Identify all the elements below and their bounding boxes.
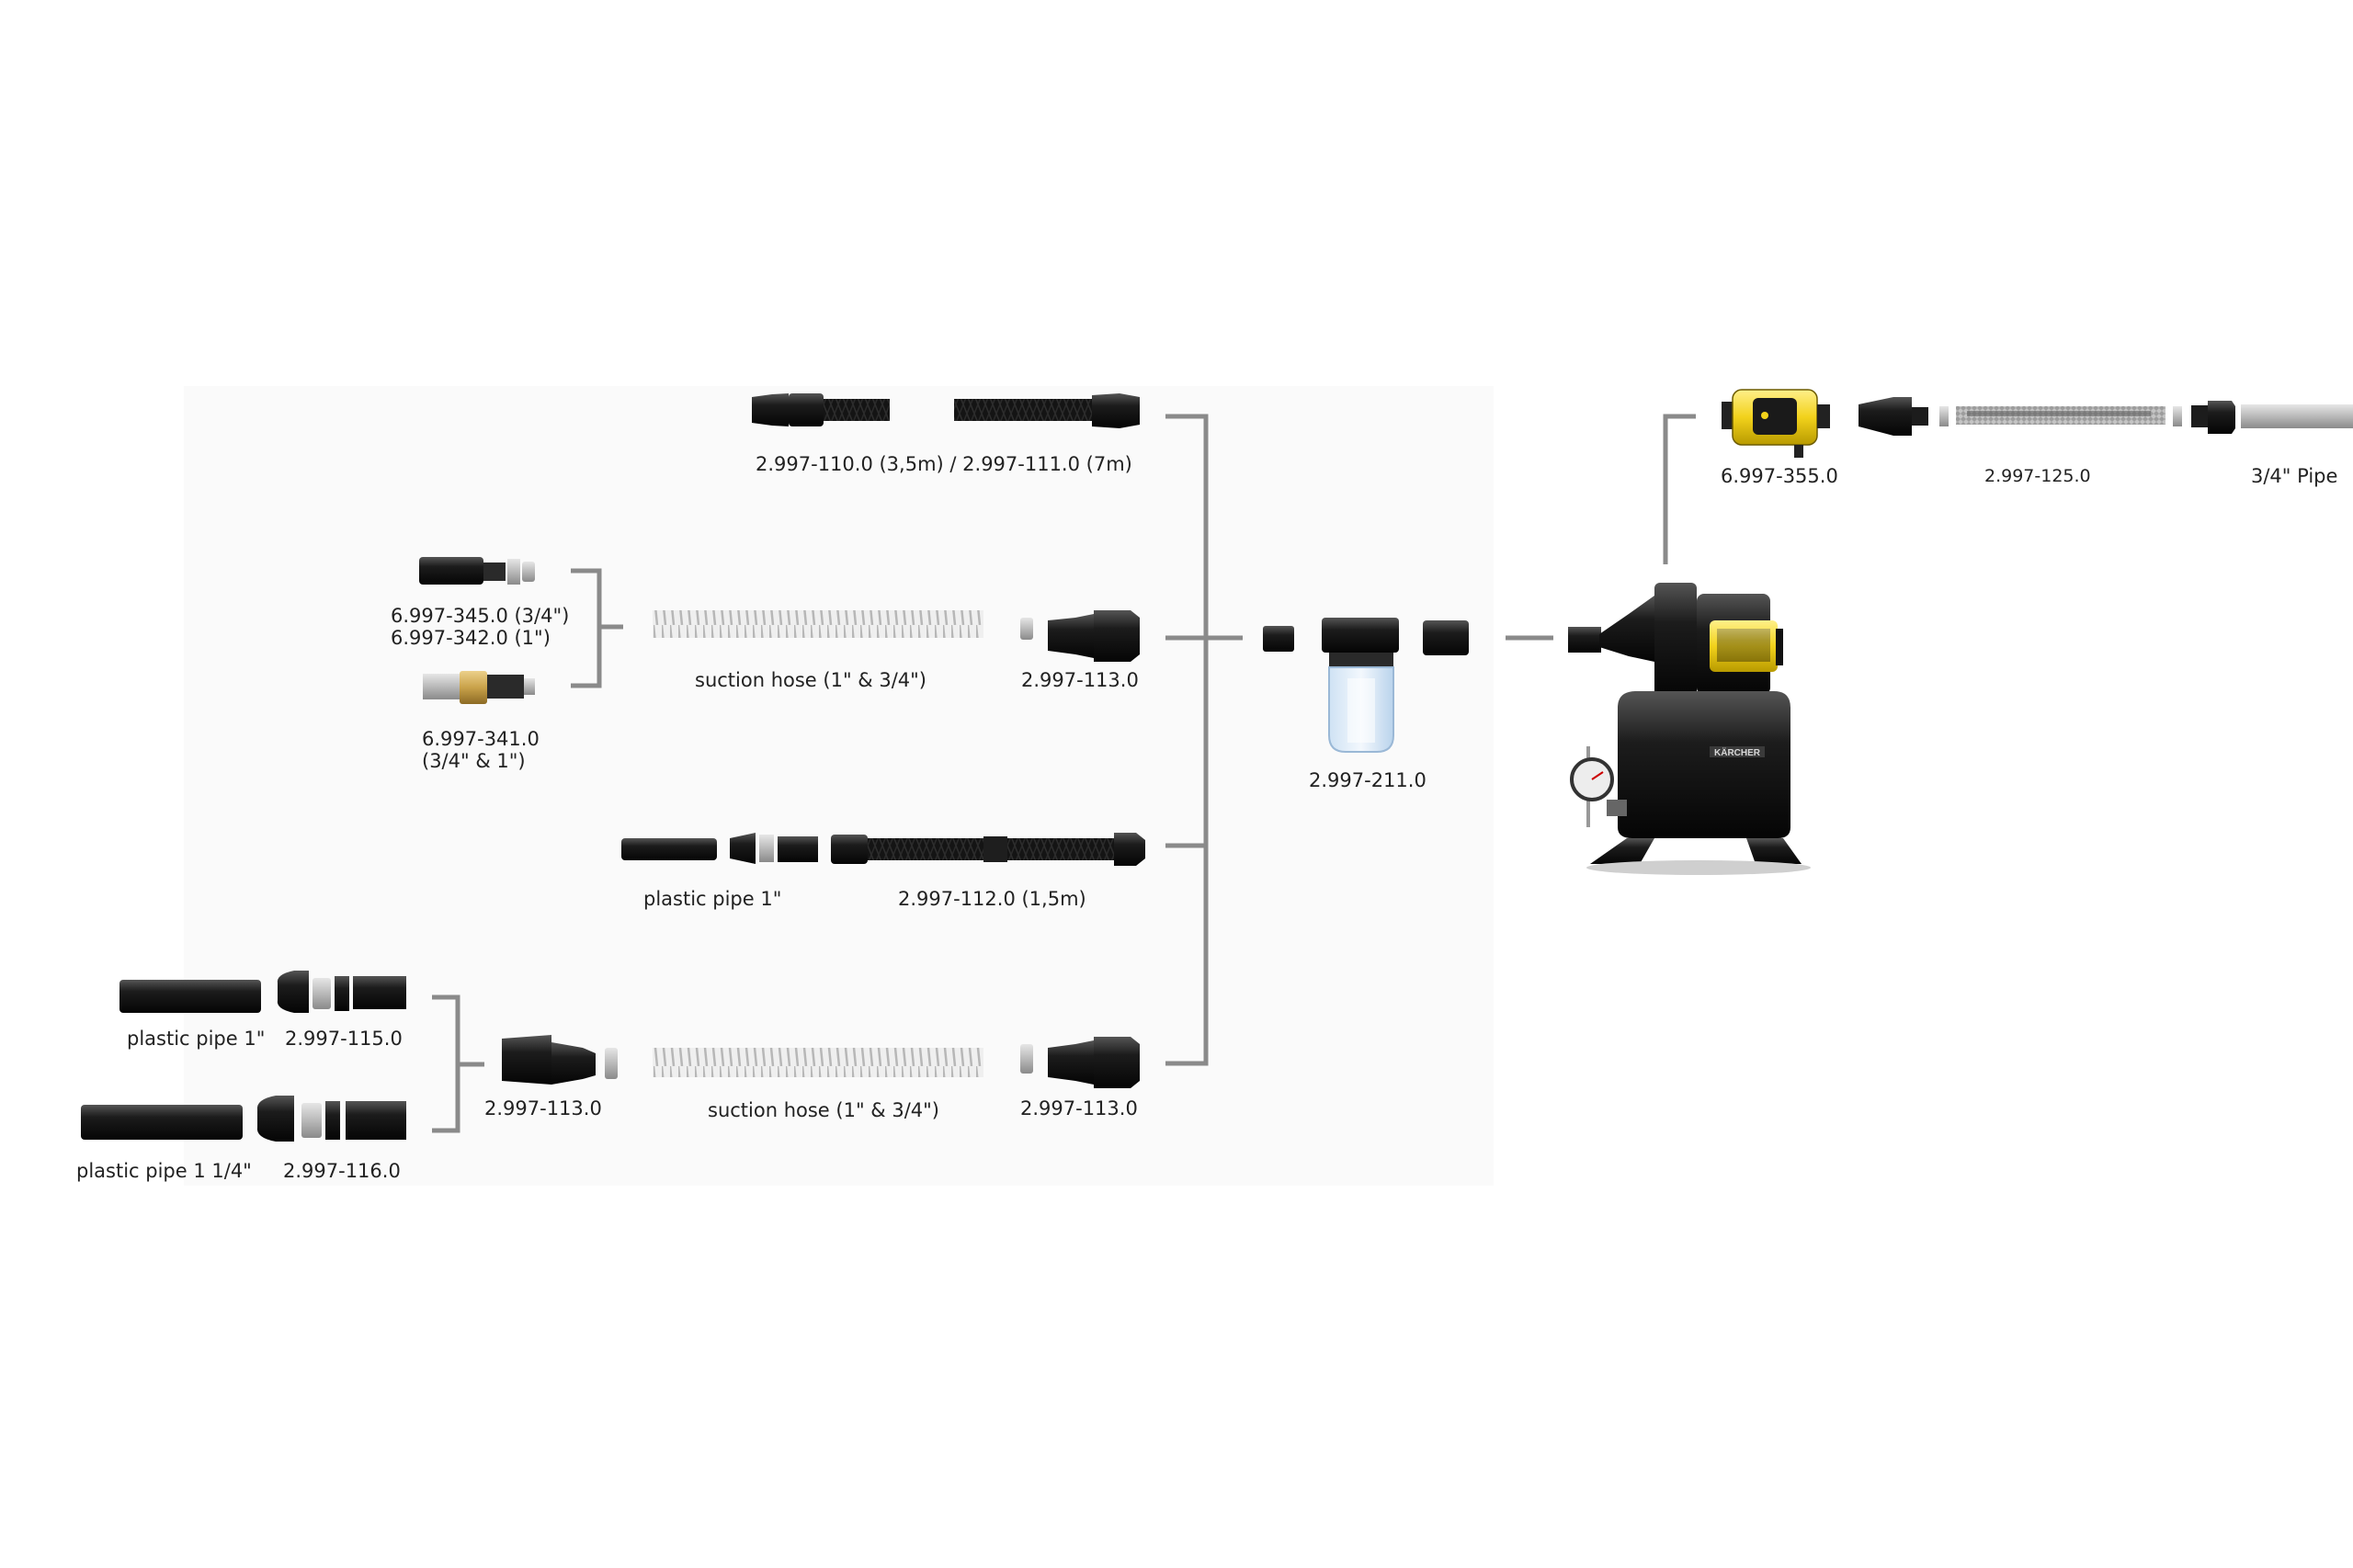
connector-2-997-115 (277, 971, 406, 1013)
label-plastic-pipe-114: plastic pipe 1 1/4" (76, 1160, 252, 1182)
prefilter-2-997-211 (1263, 618, 1469, 753)
suction-hose-1 (653, 610, 983, 638)
flow-control-6-997-355 (1722, 389, 1830, 458)
label-filter-b-2: (3/4" & 1") (422, 750, 526, 772)
label-plastic-pipe-1: plastic pipe 1" (127, 1028, 266, 1050)
label-plastic-pipe-row3: plastic pipe 1" (643, 888, 782, 910)
connector-lines (432, 414, 1696, 1133)
adapter-2-997-113-left (502, 1035, 618, 1085)
hose-top-2-997-110 (752, 393, 1140, 428)
label-pipe-34: 3/4" Pipe (2251, 465, 2338, 487)
plastic-pipe-row3 (621, 838, 717, 860)
suction-hose-2 (653, 1048, 983, 1077)
foot-valve-6-997-345 (419, 557, 535, 585)
label-filter-a-2: 6.997-342.0 (1") (391, 627, 551, 649)
label-adapter-row2: 2.997-113.0 (1021, 669, 1139, 691)
label-flow-control: 6.997-355.0 (1721, 465, 1838, 487)
label-pressure-hose: 2.997-125.0 (1984, 466, 2091, 486)
plastic-pipe-1 (119, 980, 261, 1013)
label-conn-115: 2.997-115.0 (285, 1028, 403, 1050)
label-suction-hose-2: suction hose (1" & 3/4") (708, 1099, 939, 1121)
pipe-connector-row3 (730, 833, 818, 864)
label-hose-row3: 2.997-112.0 (1,5m) (898, 888, 1086, 910)
label-suction-hose-1: suction hose (1" & 3/4") (695, 669, 926, 691)
pump: KÄRCHER (1568, 583, 1811, 875)
svg-text:KÄRCHER: KÄRCHER (1714, 746, 1761, 758)
label-filter-a-1: 6.997-345.0 (3/4") (391, 605, 570, 627)
plastic-pipe-1-1-4 (81, 1105, 243, 1140)
label-prefilter: 2.997-211.0 (1309, 769, 1427, 791)
connector-2-997-116 (256, 1096, 406, 1142)
label-filter-b-1: 6.997-341.0 (422, 728, 540, 750)
main-trunk (1165, 414, 1209, 1066)
pipe-3-4 (2241, 404, 2353, 428)
label-adapter-row4: 2.997-113.0 (1020, 1097, 1138, 1119)
pressure-hose-2-997-125 (1859, 397, 2235, 436)
hose-2-997-112 (831, 833, 1145, 866)
foot-valve-6-997-341 (423, 671, 535, 704)
pump-riser (1663, 414, 1696, 564)
label-adapter-left: 2.997-113.0 (484, 1097, 602, 1119)
label-hose-top: 2.997-110.0 (3,5m) / 2.997-111.0 (7m) (756, 453, 1132, 475)
adapter-2-997-113-row4 (1020, 1037, 1140, 1088)
label-conn-116: 2.997-116.0 (283, 1160, 401, 1182)
adapter-2-997-113-row2 (1020, 610, 1140, 662)
